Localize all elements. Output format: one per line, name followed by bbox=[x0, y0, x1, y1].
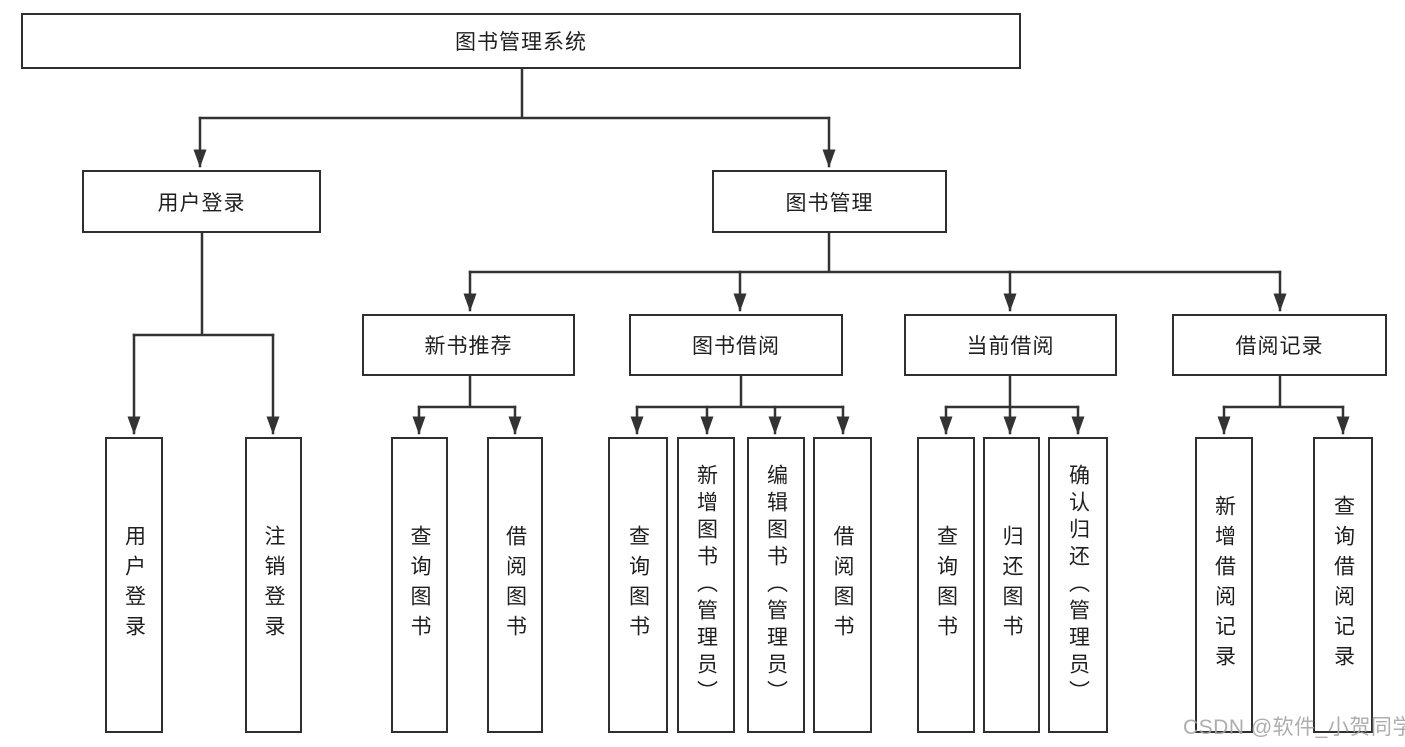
node-new-book-recommendation: 新书推荐 bbox=[362, 314, 575, 376]
node-user-login: 用户登录 bbox=[82, 170, 321, 233]
node-user-login-sub: 用户登录 bbox=[105, 437, 163, 733]
node-current-confirm-return-admin: 确认归还（管理员） bbox=[1048, 437, 1108, 733]
edge-recommend-spine bbox=[417, 374, 517, 409]
node-current-query-book: 查询图书 bbox=[917, 437, 975, 733]
node-borrow-query-book: 查询图书 bbox=[608, 437, 668, 733]
node-current-borrowing: 当前借阅 bbox=[904, 314, 1117, 376]
node-current-return-book: 归还图书 bbox=[983, 437, 1040, 733]
edge-current-spine bbox=[944, 374, 1080, 409]
watermark-text: CSDN @软件_小贺同学 bbox=[1183, 716, 1405, 739]
node-borrow-add-book-admin: 新增图书（管理员） bbox=[677, 437, 735, 733]
node-records-add-record: 新增借阅记录 bbox=[1195, 437, 1253, 733]
edge-borrow-spine bbox=[635, 374, 845, 409]
node-library-system: 图书管理系统 bbox=[21, 13, 1021, 69]
edge-root-spine bbox=[198, 67, 831, 120]
node-borrowing-records: 借阅记录 bbox=[1172, 314, 1387, 376]
node-records-query-record: 查询借阅记录 bbox=[1313, 437, 1373, 733]
node-borrow-borrow-book: 借阅图书 bbox=[813, 437, 872, 733]
node-recommend-query-book: 查询图书 bbox=[391, 437, 448, 733]
node-logout: 注销登录 bbox=[245, 437, 302, 733]
node-book-management: 图书管理 bbox=[712, 170, 947, 233]
edge-user-spine bbox=[132, 231, 275, 337]
node-borrow-edit-book-admin: 编辑图书（管理员） bbox=[747, 437, 805, 733]
edge-book-spine bbox=[468, 231, 1282, 274]
node-book-borrowing: 图书借阅 bbox=[629, 314, 843, 376]
edge-records-spine bbox=[1222, 374, 1345, 409]
node-recommend-borrow-book: 借阅图书 bbox=[487, 437, 543, 733]
